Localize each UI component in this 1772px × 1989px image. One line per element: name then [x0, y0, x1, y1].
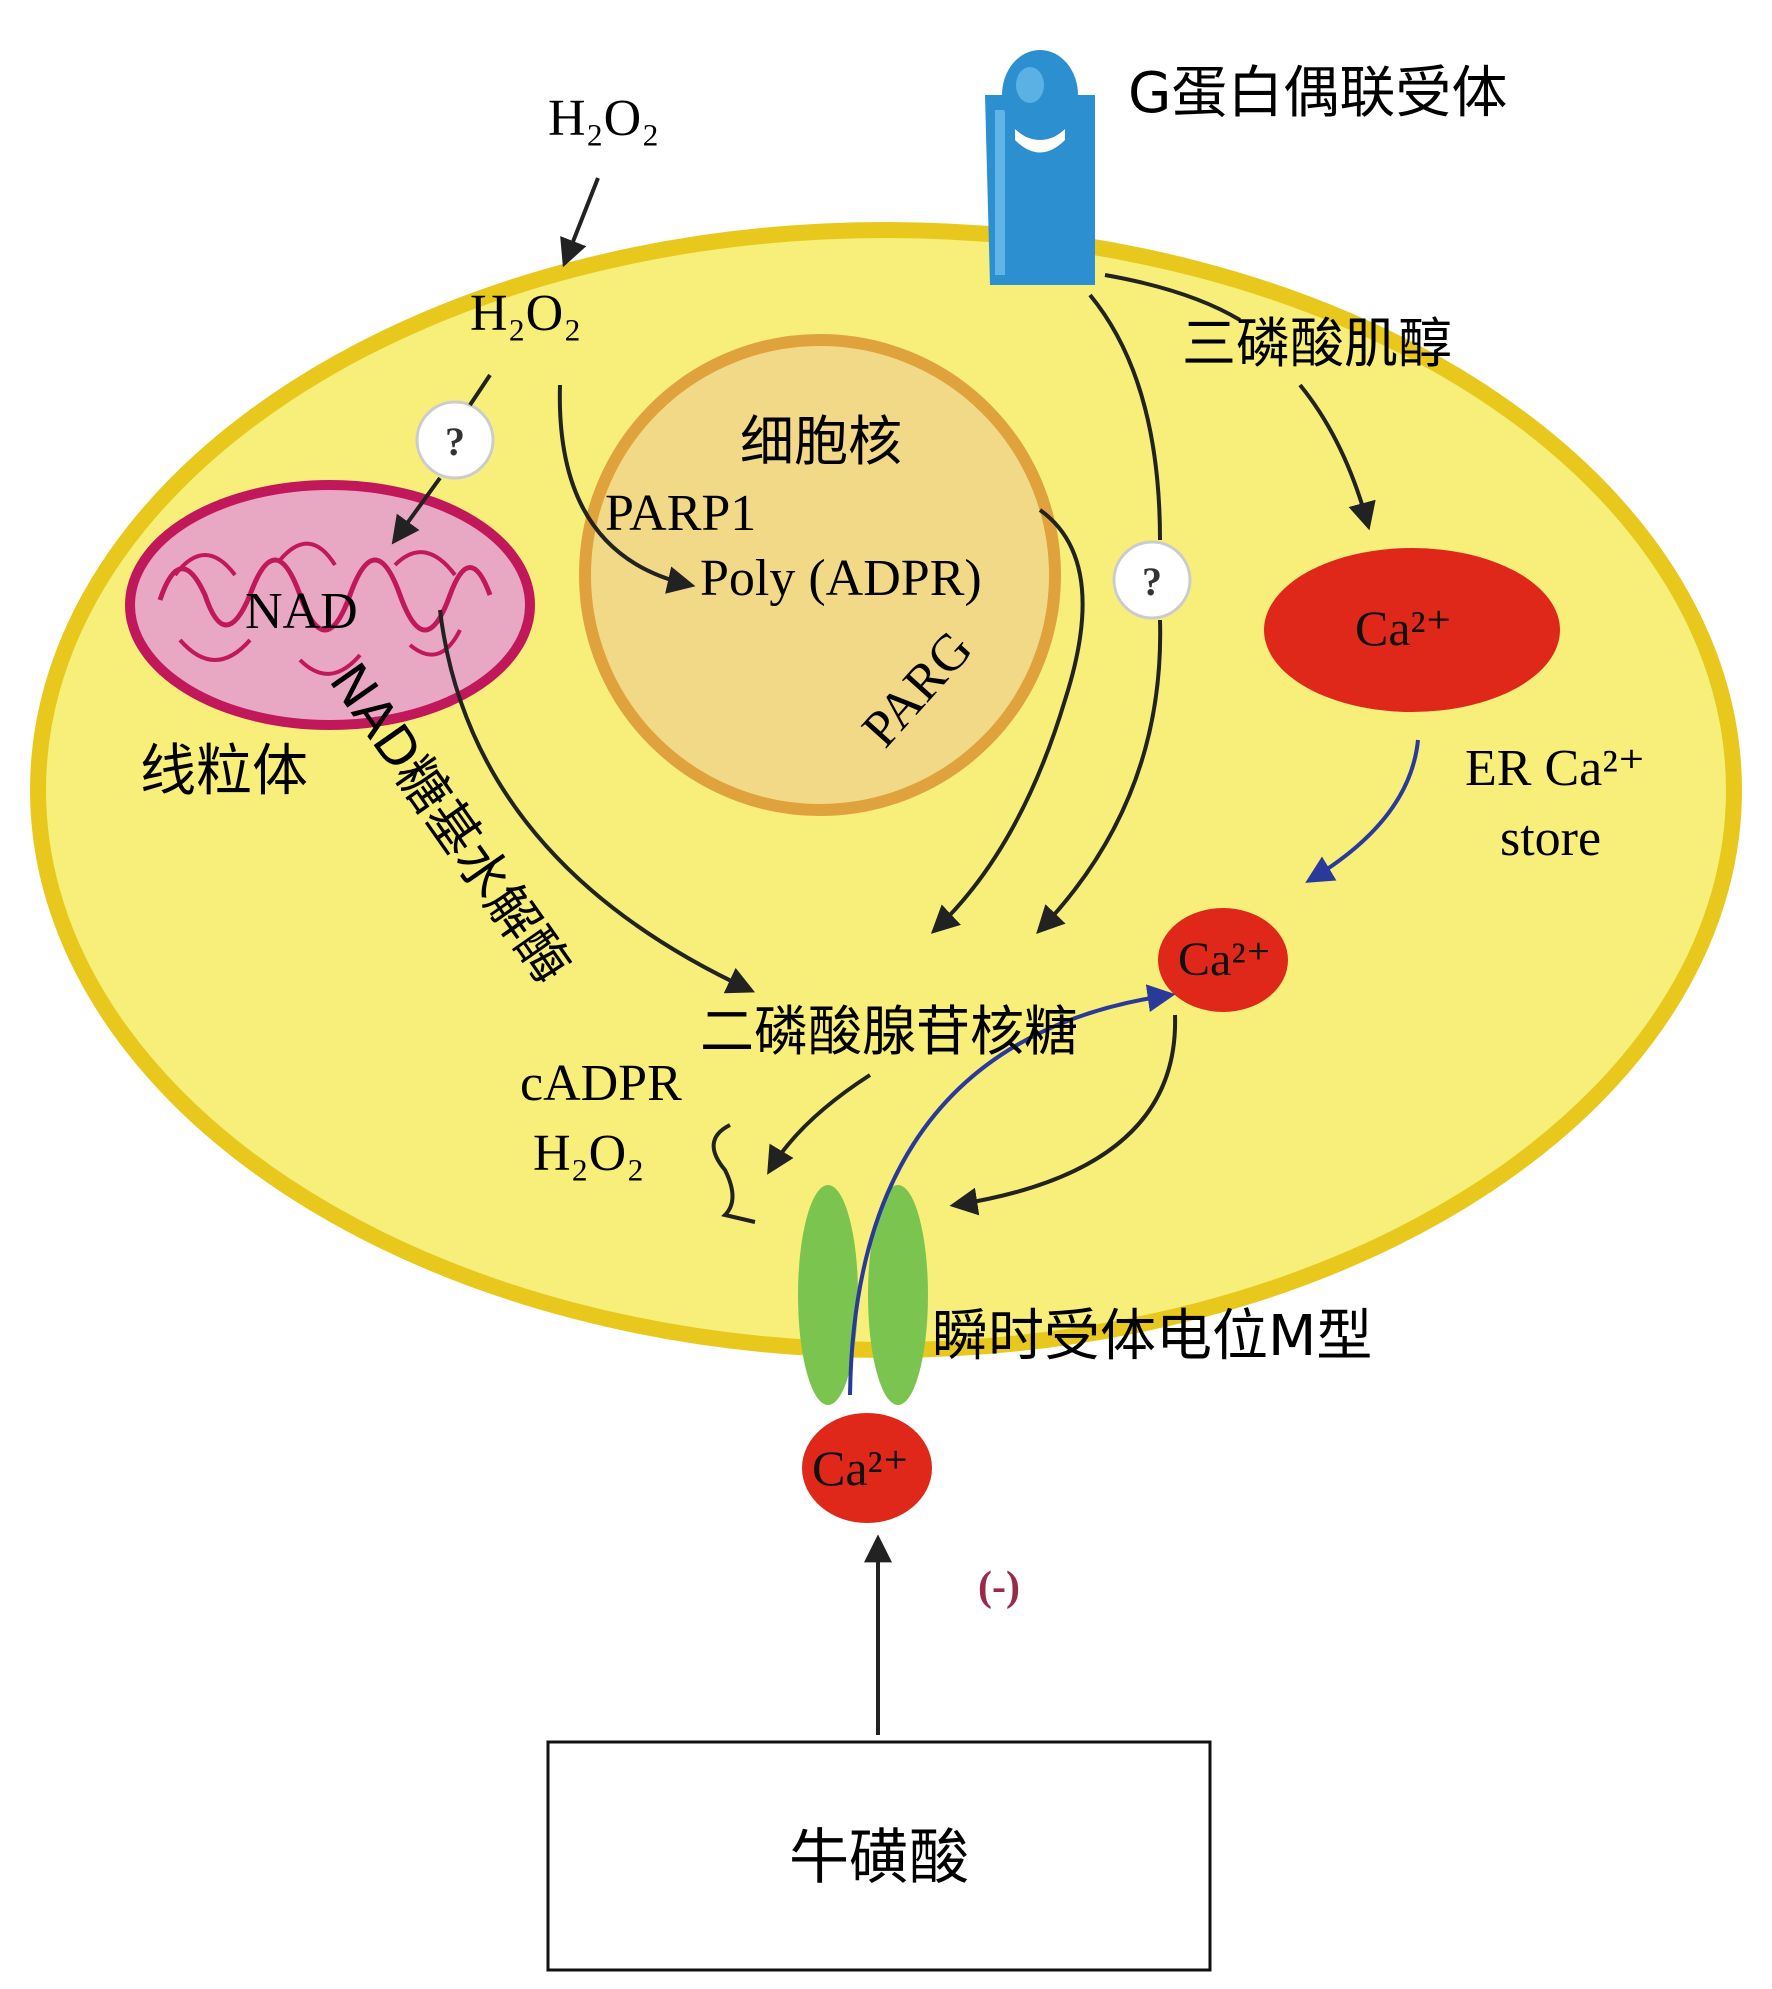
svg-text:?: ? — [1142, 559, 1162, 604]
taurine-label: 牛磺酸 — [789, 1823, 969, 1893]
nad-label: NAD — [245, 583, 358, 640]
h2o2-intracellular-label: H₂O₂ — [470, 285, 581, 342]
pathway-arrows — [391, 177, 1376, 1735]
unknown-left-marker: ? — [415, 400, 495, 480]
nucleus — [579, 334, 1061, 816]
ip3-label: 三磷酸肌醇 — [1182, 312, 1452, 375]
h2o2-cadpr-label: H₂O₂ — [533, 1125, 644, 1182]
inhibit-label: (-) — [978, 1564, 1020, 1610]
calcium-flux-arrows — [848, 739, 1420, 1396]
cadpr-label: cADPR — [520, 1055, 682, 1112]
mitochondria-label: 线粒体 — [140, 739, 308, 804]
er-calcium-store — [1264, 548, 1560, 712]
mitochondrion — [125, 480, 535, 730]
unknown-right-marker: ? — [1112, 540, 1192, 620]
h2o2-extracellular-label: H₂O₂ — [548, 90, 659, 147]
gpcr-receptor-icon — [985, 50, 1095, 285]
gpcr-label: G蛋白偶联受体 — [1128, 61, 1507, 126]
trpm2-channel-icon — [798, 1185, 928, 1405]
ca-er-label: Ca²⁺ — [1355, 600, 1452, 656]
adpr-label: 二磷酸腺苷核糖 — [700, 1000, 1078, 1063]
ca-cytosol-label: Ca²⁺ — [1178, 933, 1271, 986]
er-store-label-line1: ER Ca²⁺ — [1465, 740, 1645, 797]
er-store-label-line2: store — [1500, 810, 1601, 867]
trpm2-label: 瞬时受体电位M型 — [932, 1304, 1372, 1369]
svg-text:?: ? — [445, 419, 465, 464]
poly-adpr-label: Poly (ADPR) — [700, 550, 982, 607]
ca-extracellular-label: Ca²⁺ — [812, 1440, 909, 1496]
nucleus-label: 细胞核 — [740, 410, 902, 473]
taurine-box — [546, 1740, 1212, 1972]
cytosolic-calcium — [1158, 908, 1288, 1012]
extracellular-calcium — [802, 1413, 932, 1523]
parp1-label: PARP1 — [605, 485, 756, 542]
